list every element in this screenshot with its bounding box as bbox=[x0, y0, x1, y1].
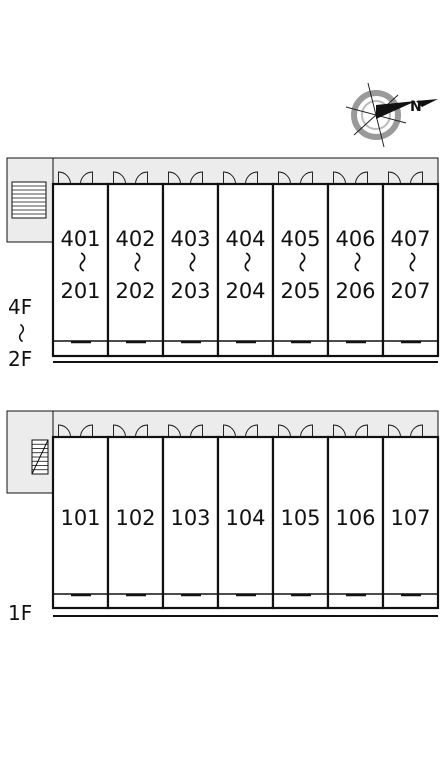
unit-label-lower: 205 bbox=[280, 279, 320, 303]
unit-403-203: 403〜 203 bbox=[161, 171, 220, 358]
lower-stairs bbox=[31, 439, 49, 475]
upper-corridor bbox=[6, 157, 439, 185]
unit-label-upper: 403 bbox=[170, 227, 210, 251]
unit-401-201: 401〜 201 bbox=[51, 171, 110, 358]
unit-404-204: 404〜 204 bbox=[216, 171, 275, 358]
unit-label: 103 bbox=[170, 506, 210, 530]
compass-north-label: N bbox=[410, 99, 422, 115]
lower-block: 101 102 103 104 105 106 107 1F bbox=[6, 410, 440, 625]
unit-107: 107 bbox=[381, 424, 440, 610]
unit-label-lower: 206 bbox=[335, 279, 375, 303]
unit-label-lower: 204 bbox=[225, 279, 265, 303]
upper-stairs bbox=[11, 181, 47, 219]
unit-103: 103 bbox=[161, 424, 220, 610]
upper-block: 401〜201402〜202403〜203404〜204405〜205406〜2… bbox=[6, 157, 440, 371]
unit-range-mark: 〜 bbox=[235, 252, 259, 273]
unit-range-mark: 〜 bbox=[400, 252, 424, 273]
unit-label-lower: 207 bbox=[390, 279, 430, 303]
unit-402-202: 402〜 202 bbox=[106, 171, 165, 358]
unit-label-lower: 201 bbox=[60, 279, 100, 303]
floor-label-4f: 4F bbox=[8, 295, 32, 319]
unit-label-lower: 203 bbox=[170, 279, 210, 303]
unit-label-upper: 401 bbox=[60, 227, 100, 251]
unit-range-mark: 〜 bbox=[290, 252, 314, 273]
unit-range-mark: 〜 bbox=[125, 252, 149, 273]
unit-range-mark: 〜 bbox=[70, 252, 94, 273]
unit-106: 106 bbox=[326, 424, 385, 610]
unit-label: 102 bbox=[115, 506, 155, 530]
unit-405-205: 405〜 205 bbox=[271, 171, 330, 358]
floor-label-1f: 1F bbox=[8, 601, 32, 625]
unit-label-upper: 404 bbox=[225, 227, 265, 251]
unit-label-upper: 405 bbox=[280, 227, 320, 251]
unit-label: 106 bbox=[335, 506, 375, 530]
floor-range-mark: 〜 bbox=[9, 323, 33, 343]
unit-406-206: 406〜 206 bbox=[326, 171, 385, 358]
unit-label-upper: 406 bbox=[335, 227, 375, 251]
unit-105: 105 bbox=[271, 424, 330, 610]
floor-label-2f: 2F bbox=[8, 347, 32, 371]
unit-label: 101 bbox=[60, 506, 100, 530]
lower-corridor bbox=[6, 410, 439, 438]
unit-label-lower: 202 bbox=[115, 279, 155, 303]
unit-range-mark: 〜 bbox=[345, 252, 369, 273]
unit-label: 107 bbox=[390, 506, 430, 530]
unit-label: 104 bbox=[225, 506, 265, 530]
unit-label: 105 bbox=[280, 506, 320, 530]
unit-101: 101 bbox=[51, 424, 110, 610]
unit-407-207: 407〜 207 bbox=[381, 171, 440, 358]
unit-range-mark: 〜 bbox=[180, 252, 204, 273]
unit-102: 102 bbox=[106, 424, 165, 610]
unit-label-upper: 407 bbox=[390, 227, 430, 251]
unit-104: 104 bbox=[216, 424, 275, 610]
north-arrow-compass-icon: N bbox=[345, 82, 438, 148]
unit-label-upper: 402 bbox=[115, 227, 155, 251]
